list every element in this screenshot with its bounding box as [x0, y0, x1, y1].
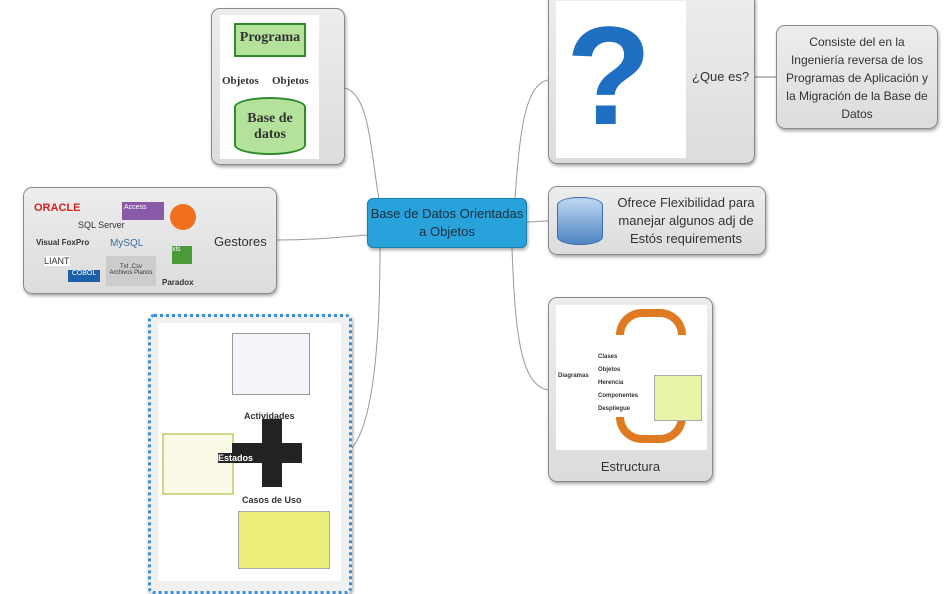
programa-image: Programa Objetos Objetos Base de datos — [220, 15, 319, 159]
estructura-label: Estructura — [600, 459, 661, 474]
central-topic-label: Base de Datos Orientadas a Objetos — [370, 206, 524, 239]
gestores-label: Gestores — [214, 234, 267, 249]
connector-gestores — [276, 234, 368, 241]
image-text: Objetos — [222, 75, 259, 87]
que-es-node[interactable]: ? ¿Que es? — [548, 0, 755, 164]
connector-estructura — [511, 247, 549, 391]
programa-node[interactable]: Programa Objetos Objetos Base de datos — [211, 8, 345, 165]
question-mark-image: ? — [556, 1, 686, 158]
image-text: Casos de Uso — [242, 495, 302, 505]
ofrece-node[interactable]: Ofrece Flexibilidad para manejar algunos… — [548, 186, 766, 255]
connector-que-es — [514, 79, 549, 199]
connector-ofrece — [526, 220, 549, 223]
que-es-label: ¿Que es? — [692, 69, 750, 84]
ofrece-label: Ofrece Flexibilidad para manejar algunos… — [617, 195, 755, 246]
connector-uml — [351, 247, 381, 449]
gestores-node[interactable]: ORACLE SQL Server Access Visual FoxPro M… — [23, 187, 277, 294]
image-text: Programa — [239, 30, 301, 45]
image-text: Base de datos — [247, 111, 293, 142]
database-globe-icon — [557, 197, 603, 245]
image-text: Actividades — [244, 411, 295, 421]
image-text: Objetos — [272, 75, 309, 87]
image-text: Estados — [218, 453, 254, 463]
central-topic[interactable]: Base de Datos Orientadas a Objetos — [367, 198, 527, 248]
consiste-node[interactable]: Consiste del en la Ingeniería reversa de… — [776, 25, 938, 129]
connector-programa — [344, 87, 381, 206]
uml-diagrams-node[interactable]: Actividades Estados Casos de Uso — [148, 314, 352, 594]
image-text: Diagramas — [558, 373, 589, 379]
consiste-label: Consiste del en la Ingeniería reversa de… — [785, 35, 929, 121]
gestores-logos-image: ORACLE SQL Server Access Visual FoxPro M… — [30, 194, 200, 288]
uml-diagrams-image: Actividades Estados Casos de Uso — [158, 323, 341, 581]
